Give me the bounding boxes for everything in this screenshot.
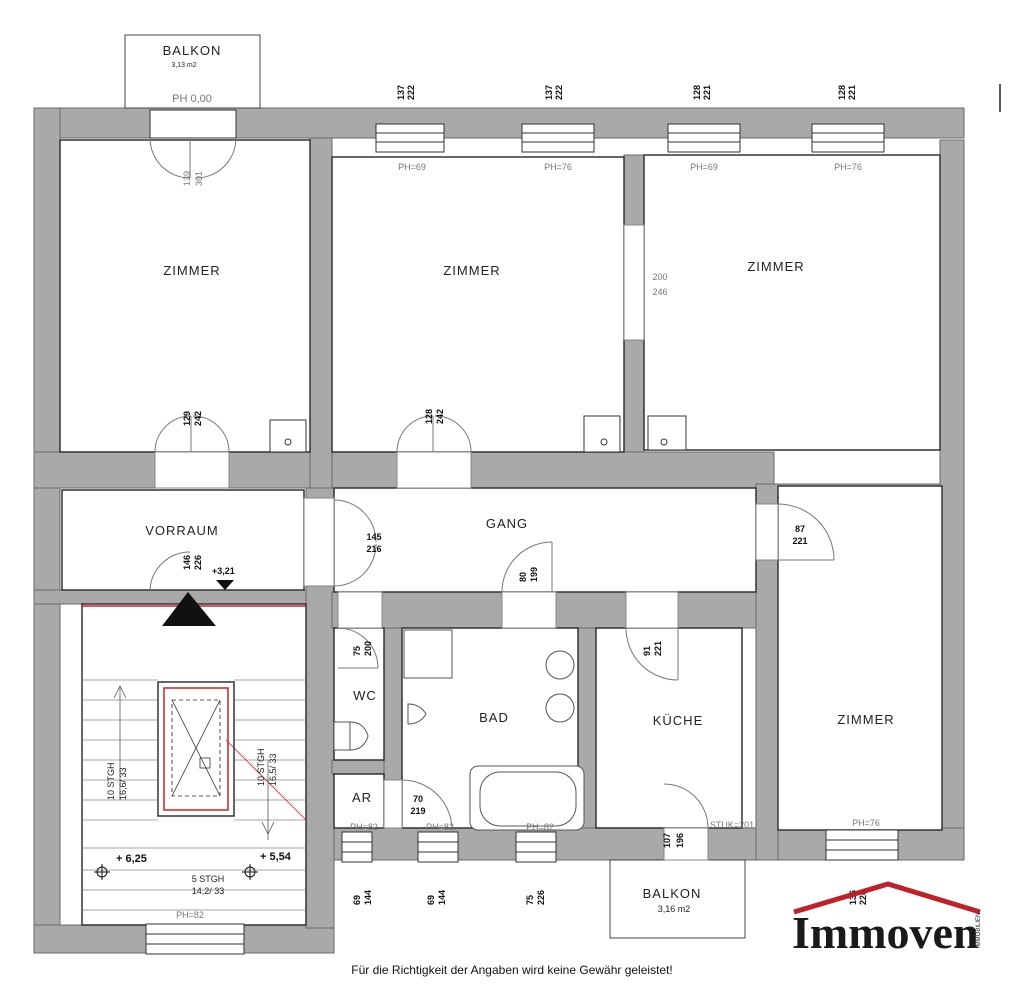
balcony-bottom (609, 859, 746, 939)
dim-b1-b: 144 (363, 890, 373, 905)
logo-roof-icon (793, 881, 981, 915)
dim-wc-door-a: 75 (352, 646, 362, 656)
dim-b2-b: 144 (437, 890, 447, 905)
dim-vorraum-door-b: 226 (193, 555, 203, 570)
doors (149, 137, 835, 861)
dim-balkon-door-a: 139 (182, 171, 192, 186)
dim-w2-a: 137 (544, 85, 554, 100)
room-label-vorraum: VORRAUM (145, 523, 218, 538)
dim-b4-b: 226 (858, 890, 868, 905)
dim-balkon-door-b: 301 (194, 171, 204, 186)
room-label-zimmer-2: ZIMMER (443, 263, 500, 278)
dim-w4-b: 221 (847, 85, 857, 100)
disclaimer: Für die Richtigkeit der Angaben wird kei… (351, 963, 673, 977)
ph-bad: PH=82 (426, 822, 454, 832)
ph-3: PH=69 (690, 162, 718, 172)
balcony-bottom-area: 3,16 m2 (658, 904, 691, 914)
dim-z4-door-a: 87 (795, 524, 805, 534)
dim-b4-a: 136 (848, 890, 858, 905)
level-stair-upper: + 6,25 (116, 853, 147, 865)
stairs-right-ratio: 16,5/ 33 (268, 753, 278, 786)
dim-w3-b: 221 (702, 85, 712, 100)
dim-w1-a: 137 (396, 85, 406, 100)
dim-kueche-door-b: 221 (653, 641, 663, 656)
dim-bad-door-b: 199 (529, 567, 539, 582)
shafts (269, 415, 687, 453)
dim-w1-b: 222 (406, 85, 416, 100)
entry-marker (162, 592, 216, 626)
dim-z1-door-a: 129 (182, 411, 192, 426)
ph-1: PH=69 (398, 162, 426, 172)
stuk-height: STUK=201 (710, 820, 754, 830)
ph-stairs: PH=82 (176, 910, 204, 920)
dim-opening-b: 246 (652, 287, 667, 297)
dim-gang-door-a: 145 (366, 532, 381, 542)
room-label-zimmer-1: ZIMMER (163, 263, 220, 278)
level-crosshairs (94, 864, 258, 880)
room-label-gang: GANG (486, 516, 528, 531)
stairs-left-ratio: 16,6/ 33 (118, 767, 128, 800)
ph-ar: PH=82 (350, 822, 378, 832)
dim-b1-a: 69 (352, 895, 362, 905)
balcony-top-area: 3,13 m2 (171, 62, 196, 69)
dim-opening-a: 200 (652, 272, 667, 282)
room-label-zimmer-4: ZIMMER (837, 712, 894, 727)
balcony-top-ph: PH 0,00 (172, 93, 212, 105)
ph-2: PH=76 (544, 162, 572, 172)
dim-balkon2-door-b: 196 (675, 833, 685, 848)
stairs-left-count: 10 STGH (106, 762, 116, 800)
ph-bad-2: PH=82 (526, 822, 554, 832)
dim-w3-a: 128 (692, 85, 702, 100)
room-label-zimmer-3: ZIMMER (747, 259, 804, 274)
dim-balkon2-door-a: 107 (662, 833, 672, 848)
dim-kueche-door-a: 91 (642, 646, 652, 656)
dim-gang-door-b: 216 (366, 544, 381, 554)
dim-b2-a: 69 (426, 895, 436, 905)
dim-z2-door-b: 242 (435, 409, 445, 424)
dim-w4-a: 128 (837, 85, 847, 100)
stairs-bottom-count: 5 STGH (192, 874, 225, 884)
dim-wc-door-b: 200 (363, 641, 373, 656)
logo-text: Immoven (792, 907, 979, 958)
ph-4: PH=76 (834, 162, 862, 172)
dim-b3-b: 226 (536, 890, 546, 905)
dim-z1-door-b: 242 (193, 411, 203, 426)
stairs-right-count: 10 STGH (256, 748, 266, 786)
room-label-bad: BAD (479, 710, 509, 725)
immoven-logo: Immoven IMMOBILIEN (792, 881, 982, 958)
dim-ar-door-b: 219 (410, 806, 425, 816)
dim-z2-door-a: 128 (424, 409, 434, 424)
balcony-bottom-label: BALKON (643, 886, 702, 901)
dim-z4-door-b: 221 (792, 536, 807, 546)
ph-zimmer-4: PH=76 (852, 818, 880, 828)
logo-small-text: IMMOBILIEN (976, 913, 982, 948)
room-label-kueche: KÜCHE (653, 713, 704, 728)
window-dimensions: 137 222 137 222 128 221 128 221 69 144 6… (352, 85, 868, 905)
parapet-heights: PH=69 PH=76 PH=69 PH=76 PH=82 PH=82 PH=8… (176, 162, 880, 920)
balcony-top (124, 34, 261, 109)
room-label-ar: AR (352, 790, 372, 805)
dim-ar-door-a: 70 (413, 794, 423, 804)
balcony-top-label: BALKON (163, 43, 222, 58)
level-marker (216, 580, 234, 590)
level-stair-landing: + 5,54 (260, 851, 292, 863)
dim-b3-a: 75 (525, 895, 535, 905)
windows (145, 109, 899, 955)
bathroom-fixtures (333, 629, 585, 831)
floor-plan: ZIMMER ZIMMER ZIMMER ZIMMER VORRAUM GANG… (33, 34, 1001, 958)
dim-w2-b: 222 (554, 85, 564, 100)
dim-vorraum-door-a: 146 (182, 555, 192, 570)
room-label-wc: WC (353, 688, 377, 703)
dim-bad-door-a: 80 (518, 572, 528, 582)
door-dimensions: 139 301 129 242 128 242 200 246 146 226 … (182, 171, 808, 848)
level-entry: +3,21 (212, 566, 235, 576)
stairs-bottom-ratio: 14,2/ 33 (192, 886, 225, 896)
